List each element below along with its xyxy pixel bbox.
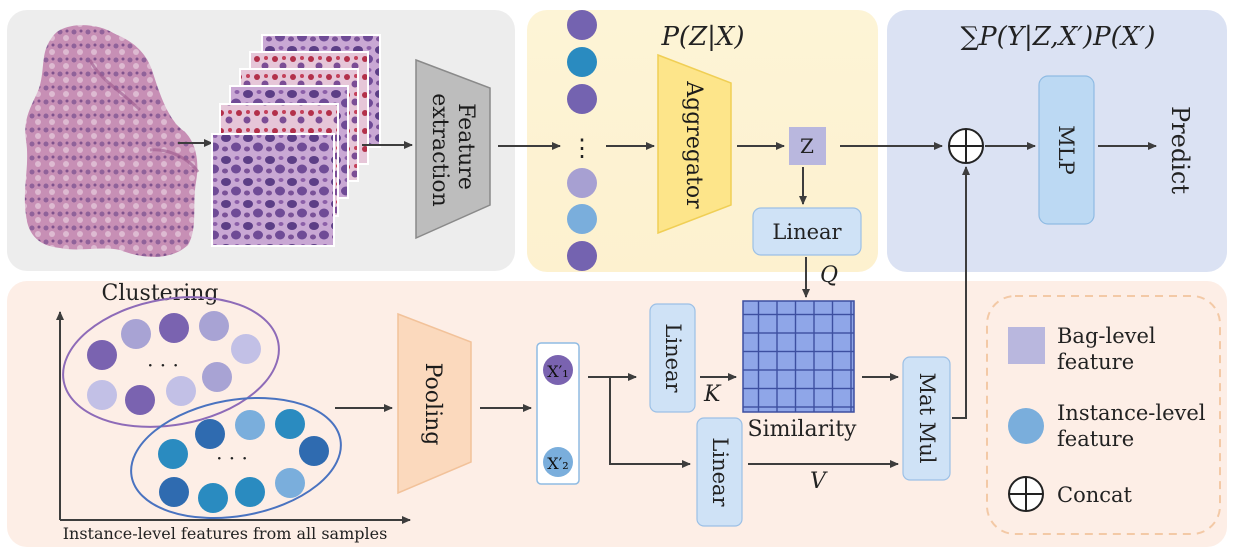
pooling-label: Pooling: [420, 363, 445, 446]
x1-label: X′₁: [547, 362, 568, 381]
linear-v-block: [696, 417, 743, 527]
v-label: V: [810, 469, 828, 494]
arrow-matmul-to-concat: [952, 166, 970, 419]
patch-stack: [211, 34, 381, 247]
cluster-blue: [130, 396, 342, 520]
legend-box: [986, 295, 1221, 535]
mlp-label: MLP: [1054, 125, 1078, 175]
k-label: K: [703, 382, 722, 407]
similarity-label: Similarity: [748, 417, 858, 442]
linear-q-label: Linear: [772, 220, 842, 244]
legend-bag-swatch: [1008, 327, 1045, 364]
aggregation-title: P(Z|X): [660, 22, 744, 52]
whole-slide-image-icon: [24, 25, 200, 257]
feature-extraction-label: Feature extraction: [427, 93, 478, 207]
linear-k-block: [649, 303, 696, 413]
linear-k-label: Linear: [661, 323, 685, 393]
mlp-block: [1038, 75, 1095, 225]
predict-label: Predict: [1166, 106, 1194, 194]
x2-label: X′₂: [547, 454, 568, 473]
matmul-label: Mat Mul: [915, 373, 939, 464]
legend-concat-icon: [1008, 476, 1044, 512]
linear-v-label: Linear: [708, 437, 732, 507]
clustering-label: Clustering: [102, 281, 219, 306]
linear-q-block: [752, 207, 862, 256]
bag-feature-z: [789, 127, 826, 165]
legend-instance-label: Instance-level feature: [1057, 401, 1212, 451]
similarity-matrix: [742, 300, 855, 413]
legend-bag-label: Bag-level feature: [1057, 324, 1162, 374]
cluster-blue-ellipsis: · · ·: [216, 446, 248, 470]
matmul-block: [902, 356, 951, 481]
legend-concat-label: Concat: [1057, 483, 1133, 507]
prototype-x1: [543, 355, 573, 385]
aggregator-block: [657, 53, 732, 235]
concat-icon: [948, 128, 984, 164]
confounder-panel: [7, 281, 1227, 547]
legend-instance-swatch: [1008, 408, 1044, 444]
instance-feature-column: [567, 10, 597, 271]
arrow-prototypes-to-linear-v: [609, 377, 691, 468]
q-label: Q: [820, 263, 838, 288]
instance-ellipsis: ⋮: [570, 134, 594, 162]
cluster-purple: [62, 296, 280, 428]
axis-caption: Instance-level features from all samples: [63, 524, 388, 543]
z-label: Z: [800, 134, 814, 158]
feature-extraction-block: [415, 58, 491, 240]
pooling-block: [397, 312, 472, 495]
prototype-x2: [543, 447, 573, 477]
prediction-title: ∑P(Y|Z,X′)P(X′): [961, 22, 1156, 52]
aggregator-label: Aggregator: [681, 80, 706, 209]
cluster-purple-ellipsis: · · ·: [147, 353, 179, 377]
